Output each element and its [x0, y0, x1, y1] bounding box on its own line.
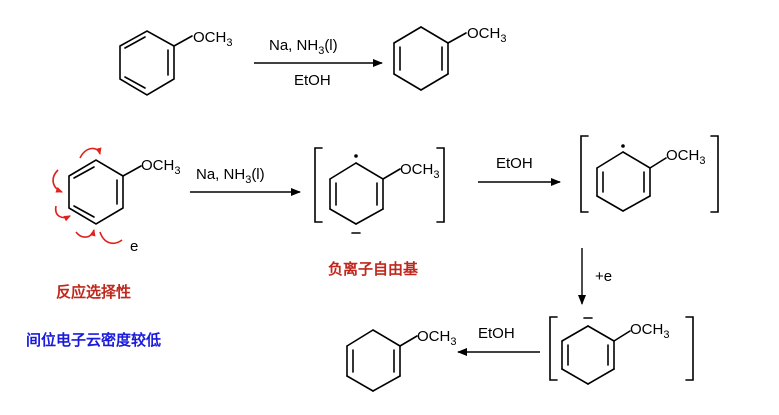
och3-label: OCH3: [417, 328, 456, 348]
meta-density-label: 间位电子云密度较低: [26, 331, 161, 349]
step3-reagent: +e: [595, 268, 612, 285]
diene-product-bottom: OCH3: [346, 328, 456, 392]
och3-label: OCH3: [666, 147, 705, 167]
top-reaction-arrow: Na, NH3(l) EtOH: [254, 37, 383, 89]
och3-label: OCH3: [467, 25, 506, 45]
anisole-top: OCH3: [119, 29, 232, 96]
step2-arrow: EtOH: [478, 155, 561, 186]
top-reagent-line1: Na, NH3(l): [269, 37, 338, 57]
och3-label: OCH3: [400, 161, 439, 181]
radical-intermediate: OCH3: [580, 135, 719, 213]
och3-label: OCH3: [141, 157, 180, 177]
regioselectivity-label: 反应选择性: [56, 283, 131, 301]
step1-arrow: Na, NH3(l): [190, 166, 301, 196]
step4-arrow: EtOH: [457, 325, 540, 356]
electron-label: e: [130, 238, 138, 255]
step3-arrow: +e: [578, 248, 612, 305]
radical-anion-label: 负离子自由基: [328, 260, 419, 278]
diene-product-top: OCH3: [393, 25, 506, 91]
och3-label: OCH3: [630, 321, 669, 341]
radical-anion-intermediate: OCH3: [314, 147, 445, 234]
carbanion-intermediate: OCH3: [549, 316, 694, 385]
top-reagent-line2: EtOH: [294, 72, 331, 89]
step4-reagent: EtOH: [478, 325, 515, 342]
och3-label: OCH3: [193, 29, 232, 49]
anisole-mechanism: OCH3: [68, 157, 180, 225]
red-curved-arrows: [52, 147, 123, 245]
step1-reagent: Na, NH3(l): [196, 166, 265, 186]
step2-reagent: EtOH: [496, 155, 533, 172]
